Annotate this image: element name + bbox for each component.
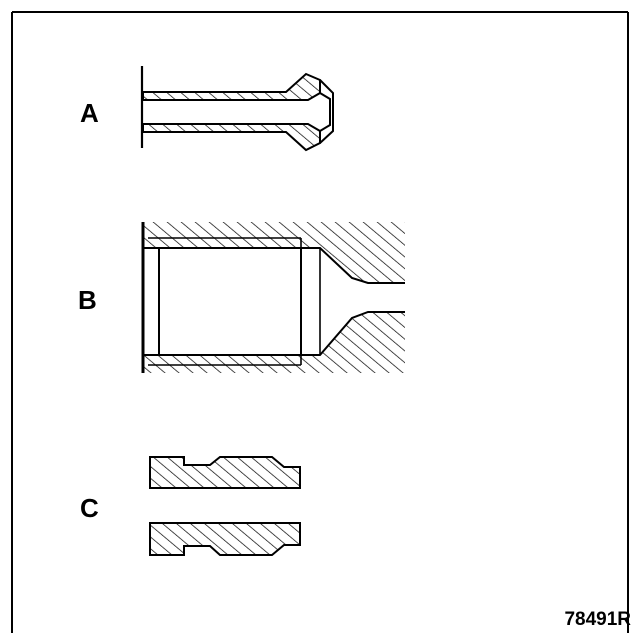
label-c: C (80, 493, 99, 523)
part-a-flared-tube (140, 66, 334, 152)
part-b-threaded-bore (141, 222, 405, 373)
label-b: B (78, 285, 97, 315)
label-a: A (80, 98, 99, 128)
frame-border (11, 11, 629, 633)
part-c-union-fitting (149, 456, 301, 556)
reference-code: 78491R (564, 609, 631, 630)
